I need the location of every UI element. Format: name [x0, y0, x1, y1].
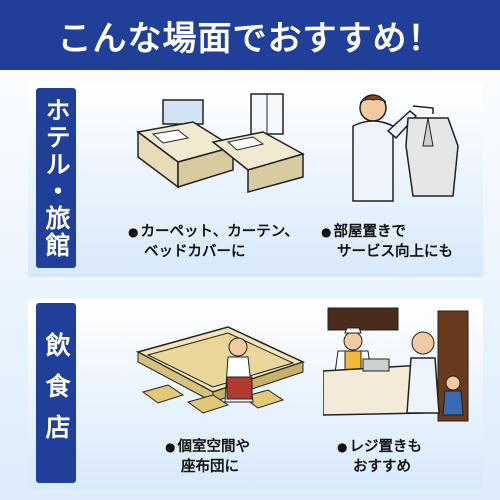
section-label-hotel: ホテル・旅館: [36, 88, 76, 268]
hotel-beds-illustration: [136, 93, 305, 193]
caption-line: カーペット、カーテン、: [140, 224, 299, 240]
caption-hotel-carpet: ●カーペット、カーテン、 ベッドカバーに: [128, 222, 299, 262]
caption-line: ベッドカバーに: [144, 244, 246, 260]
caption-restaurant-register: ●レジ置きも おすすめ: [337, 437, 422, 477]
caption-line: 個室空間や: [177, 439, 250, 455]
section-restaurant: 飲食店: [28, 299, 483, 489]
section-label-restaurant: 飲食店: [36, 303, 76, 483]
caption-line: 部屋置きで: [333, 224, 406, 240]
bullet: ●: [128, 225, 139, 239]
bullet: ●: [337, 440, 348, 454]
cashier-counter-illustration: [323, 307, 469, 422]
man-hanging-jacket-illustration: [352, 94, 459, 202]
page-title: こんな場面でおすすめ！: [0, 0, 500, 70]
private-room-table-illustration: [135, 326, 306, 414]
section-hotel: ホテル・旅館 ●カーペット、カーテン、 ベッドカ: [28, 82, 483, 277]
caption-line: レジ置きも: [349, 439, 422, 455]
bullet: ●: [165, 440, 176, 454]
bullet: ●: [321, 225, 332, 239]
caption-line: おすすめ: [353, 459, 411, 475]
caption-line: 座布団に: [181, 459, 239, 475]
caption-hotel-room: ●部屋置きで サービス向上にも: [321, 222, 453, 262]
caption-line: サービス向上にも: [337, 244, 453, 260]
caption-restaurant-room: ●個室空間や 座布団に: [165, 437, 250, 477]
